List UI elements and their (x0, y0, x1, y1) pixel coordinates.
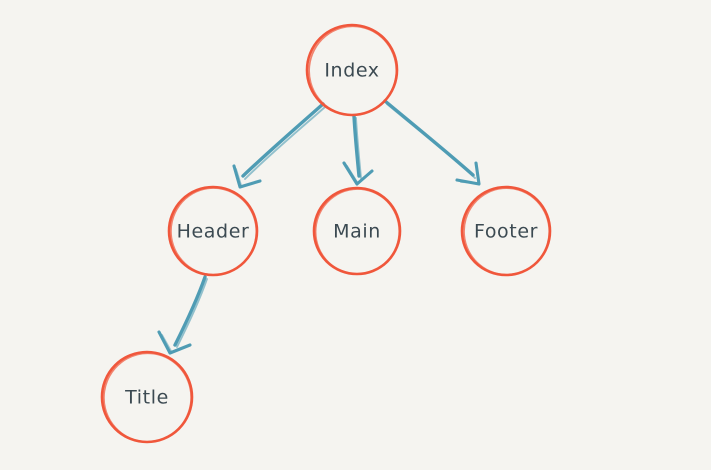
node-circle-sketch (314, 188, 401, 275)
arrowhead-sketch (161, 334, 172, 352)
edge-line-sketch (244, 106, 326, 180)
edge-line-sketch (176, 278, 208, 348)
node-label-index: Index (324, 60, 379, 82)
node-footer[interactable]: Footer (460, 185, 552, 279)
node-circle-sketch (463, 187, 551, 276)
node-label-title: Title (124, 387, 169, 409)
edge-line (241, 102, 325, 178)
node-label-footer: Footer (474, 221, 538, 243)
edge-line (173, 275, 207, 347)
node-index[interactable]: Index (305, 22, 401, 119)
node-circle-sketch (103, 352, 192, 443)
edge-index-main[interactable] (342, 114, 374, 186)
node-label-header: Header (177, 221, 250, 243)
node-circle-sketch (308, 25, 398, 116)
node-label-main: Main (333, 221, 381, 243)
node-main[interactable]: Main (309, 182, 406, 280)
arrowhead-icon (342, 161, 374, 186)
edge-index-footer[interactable] (383, 99, 481, 186)
edge-line-sketch (355, 117, 362, 179)
arrowhead-sketch (460, 181, 478, 184)
edge-line (352, 114, 361, 178)
arrowhead-icon (232, 164, 262, 189)
edge-line-sketch (386, 103, 476, 179)
edge-index-header[interactable] (232, 102, 326, 189)
arrowhead-icon (157, 330, 192, 355)
arrowhead-sketch (346, 165, 358, 183)
node-circle-sketch (170, 187, 258, 276)
arrowhead-sketch (235, 168, 242, 186)
node-header[interactable]: Header (165, 182, 262, 280)
node-title[interactable]: Title (98, 348, 197, 448)
edge-header-title[interactable] (157, 275, 208, 355)
